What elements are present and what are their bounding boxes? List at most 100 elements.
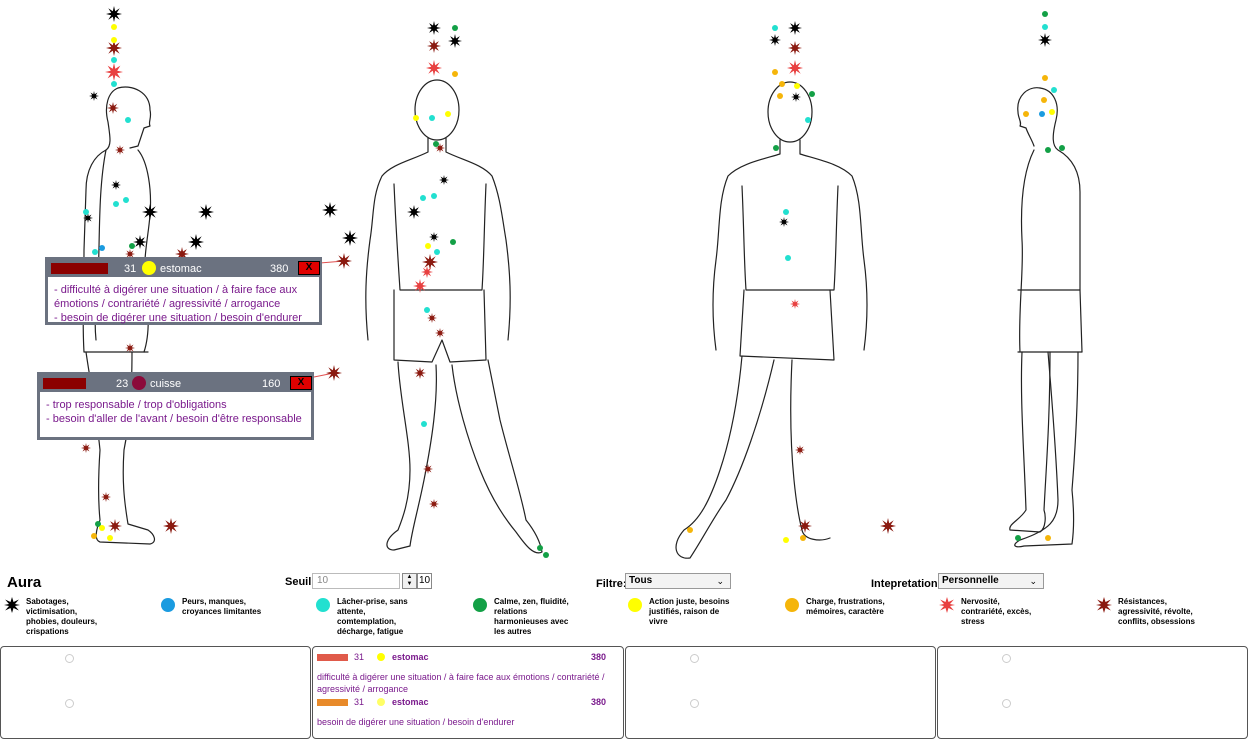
aura-star-marker[interactable]: [422, 254, 438, 270]
aura-dot-marker[interactable]: [1049, 109, 1055, 115]
aura-star-marker[interactable]: [198, 204, 214, 220]
aura-dot-marker[interactable]: [429, 115, 435, 121]
aura-star-marker[interactable]: [788, 41, 802, 55]
aura-dot-marker[interactable]: [785, 255, 791, 261]
aura-dot-marker[interactable]: [1039, 111, 1045, 117]
radio-icon[interactable]: [1002, 654, 1011, 663]
aura-star-marker[interactable]: [427, 39, 441, 53]
aura-star-marker[interactable]: [788, 21, 802, 35]
aura-dot-marker[interactable]: [1051, 87, 1057, 93]
aura-dot-marker[interactable]: [809, 91, 815, 97]
aura-dot-marker[interactable]: [772, 25, 778, 31]
entry-row[interactable]: 31 estomac 380: [317, 697, 617, 709]
aura-dot-marker[interactable]: [783, 209, 789, 215]
aura-dot-marker[interactable]: [779, 81, 785, 87]
aura-star-marker[interactable]: [115, 145, 125, 155]
aura-star-marker[interactable]: [779, 217, 789, 227]
aura-star-marker[interactable]: [336, 253, 352, 269]
aura-star-marker[interactable]: [427, 313, 437, 323]
radio-icon[interactable]: [65, 699, 74, 708]
aura-star-marker[interactable]: [880, 518, 896, 534]
aura-dot-marker[interactable]: [99, 245, 105, 251]
seuil-spinner[interactable]: ▲▼: [402, 573, 417, 589]
aura-star-marker[interactable]: [89, 91, 99, 101]
aura-star-marker[interactable]: [413, 279, 427, 293]
aura-star-marker[interactable]: [791, 92, 801, 102]
aura-dot-marker[interactable]: [537, 545, 543, 551]
aura-dot-marker[interactable]: [111, 81, 117, 87]
aura-dot-marker[interactable]: [1042, 11, 1048, 17]
aura-dot-marker[interactable]: [445, 111, 451, 117]
aura-dot-marker[interactable]: [450, 239, 456, 245]
radio-icon[interactable]: [1002, 699, 1011, 708]
aura-star-marker[interactable]: [790, 299, 800, 309]
aura-star-marker[interactable]: [427, 21, 441, 35]
aura-star-marker[interactable]: [435, 328, 445, 338]
aura-dot-marker[interactable]: [111, 57, 117, 63]
aura-star-marker[interactable]: [106, 40, 122, 56]
aura-dot-marker[interactable]: [1015, 535, 1021, 541]
aura-star-marker[interactable]: [795, 445, 805, 455]
aura-dot-marker[interactable]: [123, 197, 129, 203]
aura-dot-marker[interactable]: [125, 117, 131, 123]
aura-star-marker[interactable]: [322, 202, 338, 218]
aura-star-marker[interactable]: [426, 60, 442, 76]
aura-dot-marker[interactable]: [434, 249, 440, 255]
entry-row[interactable]: 31 estomac 380: [317, 652, 617, 664]
seuil-input[interactable]: 10: [312, 573, 400, 589]
aura-dot-marker[interactable]: [1059, 145, 1065, 151]
aura-star-marker[interactable]: [439, 175, 449, 185]
aura-star-marker[interactable]: [769, 34, 781, 46]
aura-dot-marker[interactable]: [1023, 111, 1029, 117]
aura-dot-marker[interactable]: [800, 535, 806, 541]
radio-icon[interactable]: [690, 654, 699, 663]
aura-star-marker[interactable]: [163, 518, 179, 534]
aura-dot-marker[interactable]: [413, 115, 419, 121]
radio-icon[interactable]: [690, 699, 699, 708]
aura-dot-marker[interactable]: [111, 37, 117, 43]
aura-star-marker[interactable]: [107, 102, 119, 114]
aura-star-marker[interactable]: [188, 234, 204, 250]
aura-dot-marker[interactable]: [113, 201, 119, 207]
aura-dot-marker[interactable]: [99, 525, 105, 531]
aura-dot-marker[interactable]: [107, 535, 113, 541]
aura-dot-marker[interactable]: [1042, 75, 1048, 81]
aura-dot-marker[interactable]: [452, 25, 458, 31]
aura-dot-marker[interactable]: [91, 533, 97, 539]
aura-dot-marker[interactable]: [92, 249, 98, 255]
aura-star-marker[interactable]: [414, 367, 426, 379]
aura-star-marker[interactable]: [108, 519, 122, 533]
aura-dot-marker[interactable]: [805, 117, 811, 123]
aura-dot-marker[interactable]: [1045, 535, 1051, 541]
radio-icon[interactable]: [65, 654, 74, 663]
aura-dot-marker[interactable]: [543, 552, 549, 558]
aura-dot-marker[interactable]: [421, 421, 427, 427]
aura-dot-marker[interactable]: [772, 69, 778, 75]
aura-star-marker[interactable]: [125, 249, 135, 259]
interpretation-select[interactable]: Personnelle ⌄: [938, 573, 1044, 589]
aura-dot-marker[interactable]: [424, 307, 430, 313]
aura-dot-marker[interactable]: [420, 195, 426, 201]
aura-dot-marker[interactable]: [425, 243, 431, 249]
aura-dot-marker[interactable]: [777, 93, 783, 99]
aura-dot-marker[interactable]: [1041, 97, 1047, 103]
aura-star-marker[interactable]: [326, 365, 342, 381]
aura-star-marker[interactable]: [407, 205, 421, 219]
aura-star-marker[interactable]: [429, 232, 439, 242]
aura-star-marker[interactable]: [106, 6, 122, 22]
aura-star-marker[interactable]: [342, 230, 358, 246]
aura-star-marker[interactable]: [1038, 33, 1052, 47]
aura-star-marker[interactable]: [83, 213, 93, 223]
aura-star-marker[interactable]: [111, 180, 121, 190]
aura-star-marker[interactable]: [448, 34, 462, 48]
aura-star-marker[interactable]: [423, 464, 433, 474]
aura-dot-marker[interactable]: [129, 243, 135, 249]
aura-dot-marker[interactable]: [1042, 24, 1048, 30]
aura-star-marker[interactable]: [421, 266, 433, 278]
aura-star-marker[interactable]: [798, 519, 812, 533]
aura-dot-marker[interactable]: [1045, 147, 1051, 153]
aura-star-marker[interactable]: [125, 343, 135, 353]
aura-star-marker[interactable]: [133, 235, 147, 249]
aura-dot-marker[interactable]: [794, 83, 800, 89]
aura-dot-marker[interactable]: [687, 527, 693, 533]
